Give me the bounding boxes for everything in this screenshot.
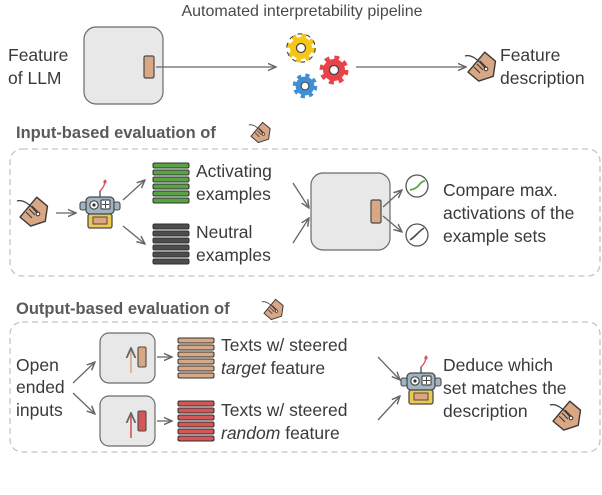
arrow-to-activating	[122, 180, 145, 201]
compare-line3: example sets	[443, 226, 546, 246]
arrow-activating-to-llm	[292, 182, 309, 208]
inputs-line1: Open	[16, 355, 59, 375]
target-texts-stack	[177, 337, 215, 379]
neutral-label-line2: examples	[196, 245, 271, 265]
llm-random-box	[99, 395, 156, 447]
arrow-neutral-to-llm	[292, 218, 309, 244]
feature-marker	[143, 55, 155, 79]
target-word: target	[221, 358, 267, 378]
random-suffix: feature	[280, 423, 339, 443]
compare-line2: activations of the	[443, 203, 574, 223]
arrow-target-to-robot	[377, 356, 400, 380]
target-texts-line2: target feature	[221, 358, 325, 378]
deduce-line3: description	[443, 401, 528, 421]
arrow-inputs-to-target	[72, 362, 95, 384]
arrow-random-to-robot	[377, 396, 400, 421]
description-label-line1: Feature	[500, 45, 560, 65]
gear-icon	[286, 33, 346, 96]
feature-label-line1: Feature	[8, 45, 68, 65]
arrow-inputs-to-random	[72, 392, 95, 414]
random-texts-line1: Texts w/ steered	[221, 400, 347, 420]
activating-label-line1: Activating	[196, 161, 272, 181]
output-eval-heading: Output-based evaluation of	[16, 300, 230, 318]
inputs-line3: inputs	[16, 400, 63, 420]
deduce-line1: Deduce which	[443, 355, 553, 375]
tag-icon	[249, 122, 275, 146]
activating-label-line2: examples	[196, 184, 271, 204]
output-eval-panel	[9, 321, 601, 453]
arrow-to-check-low	[382, 215, 402, 232]
tag-icon	[549, 400, 588, 436]
description-label-line2: description	[500, 68, 585, 88]
random-texts-stack	[177, 400, 215, 442]
neutral-examples-stack	[152, 223, 190, 265]
compare-line1: Compare max.	[443, 180, 558, 200]
llm-feature-box	[310, 172, 391, 251]
arrow-to-neutral	[122, 225, 145, 244]
deduce-line2: set matches the	[443, 378, 567, 398]
llm-target-box	[99, 332, 156, 384]
feature-label-line2: of LLM	[8, 68, 62, 88]
check-icon	[405, 174, 429, 198]
robot-icon	[79, 179, 121, 229]
input-eval-heading: Input-based evaluation of	[16, 124, 216, 142]
random-texts-line2: random feature	[221, 423, 340, 443]
pipeline-title: Automated interpretability pipeline	[181, 3, 422, 20]
feature-marker	[137, 346, 147, 368]
input-eval-panel	[9, 148, 601, 277]
activating-examples-stack	[152, 162, 190, 204]
inputs-line2: ended	[16, 377, 65, 397]
target-suffix: feature	[266, 358, 325, 378]
robot-icon	[400, 355, 442, 405]
feature-marker	[370, 199, 382, 224]
check-icon	[405, 223, 429, 247]
neutral-label-line1: Neutral	[196, 222, 252, 242]
feature-marker	[137, 410, 147, 432]
tag-icon	[464, 51, 503, 87]
target-texts-line1: Texts w/ steered	[221, 335, 347, 355]
arrow-to-check-high	[382, 190, 402, 208]
random-word: random	[221, 423, 280, 443]
tag-icon	[16, 196, 55, 232]
tag-icon	[262, 299, 288, 323]
llm-feature-box	[83, 26, 164, 105]
